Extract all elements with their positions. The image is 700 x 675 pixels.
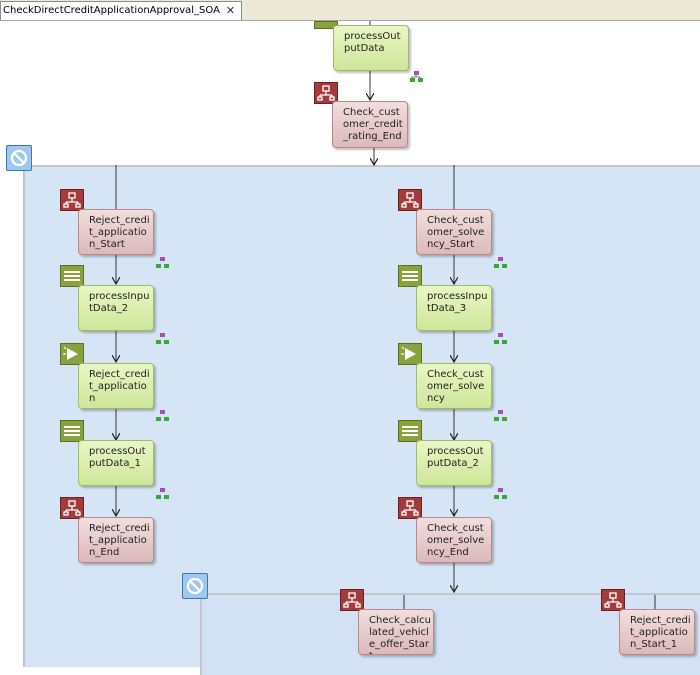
service-task-icon [398, 343, 422, 365]
event-start-icon [601, 589, 625, 611]
event-end-icon [398, 497, 422, 519]
event-node-solvency-start[interactable]: Check_customer_solvency_Start [416, 209, 492, 255]
node-label: Check_calculated_vehicle_offer_Start [369, 615, 432, 654]
node-label: Reject_credit_application_Start [89, 215, 150, 250]
node-label: Reject_credit_application_Start_1 [630, 615, 691, 650]
service-task-icon [60, 343, 84, 365]
hierarchy-icon [494, 333, 507, 344]
task-node-check-solvency[interactable]: Check_customer_solvency [416, 363, 492, 409]
task-node-process-output-1[interactable]: processOutputData_1 [78, 440, 154, 486]
event-node-reject-start-1[interactable]: Reject_credit_application_Start_1 [619, 609, 695, 655]
task-icon [398, 420, 422, 442]
node-label: Reject_credit_application [89, 369, 150, 404]
task-icon [398, 265, 422, 287]
event-end-icon [314, 82, 338, 104]
node-label: Check_customer_credit_rating_End [343, 107, 403, 142]
hierarchy-icon [156, 333, 169, 344]
node-label: processInputData_2 [89, 291, 150, 314]
event-end-icon [60, 497, 84, 519]
event-node-check-credit-rating-end[interactable]: Check_customer_credit_rating_End [332, 101, 408, 148]
task-node-process-output-2[interactable]: processOutputData_2 [416, 440, 492, 486]
node-label: processOutputData [344, 31, 401, 54]
task-node-reject-application[interactable]: Reject_credit_application [78, 363, 154, 409]
node-label: Check_customer_solvency [427, 369, 485, 404]
editor-tab-title: CheckDirectCreditApplicationApproval_SOA [3, 5, 220, 16]
node-label: processOutputData_2 [427, 446, 484, 469]
hierarchy-icon [494, 257, 507, 268]
close-icon[interactable]: ✕ [225, 4, 236, 17]
event-node-reject-start[interactable]: Reject_credit_application_Start [78, 209, 154, 255]
task-icon [60, 265, 84, 287]
task-icon [60, 420, 84, 442]
hierarchy-icon [494, 488, 507, 499]
task-node-process-input-3[interactable]: processInputData_3 [416, 285, 492, 331]
node-label: Reject_credit_application_End [89, 523, 150, 558]
event-node-solvency-end[interactable]: Check_customer_solvency_End [416, 517, 492, 563]
process-diagram-canvas[interactable]: processOutputData Check_customer_credit_… [0, 21, 700, 675]
editor-tab-bar: CheckDirectCreditApplicationApproval_SOA… [0, 0, 700, 21]
event-start-icon [340, 589, 364, 611]
task-node-top-process-output[interactable]: processOutputData [333, 25, 409, 71]
editor-tab[interactable]: CheckDirectCreditApplicationApproval_SOA… [0, 1, 243, 20]
event-node-vehicle-offer-start[interactable]: Check_calculated_vehicle_offer_Start [358, 609, 434, 655]
node-label: Check_customer_solvency_End [427, 523, 485, 558]
mini-icons [410, 71, 423, 82]
hierarchy-icon [156, 257, 169, 268]
node-label: Check_customer_solvency_Start [427, 215, 485, 250]
node-label: processOutputData_1 [89, 446, 146, 469]
event-node-reject-end[interactable]: Reject_credit_application_End [78, 517, 154, 563]
hierarchy-icon [494, 410, 507, 421]
parallel-region-icon[interactable] [182, 573, 208, 599]
task-node-process-input-2[interactable]: processInputData_2 [78, 285, 154, 331]
connector-lines [0, 21, 656, 611]
hierarchy-icon [156, 410, 169, 421]
event-start-icon [398, 189, 422, 211]
event-start-icon [60, 189, 84, 211]
hierarchy-icon [156, 488, 169, 499]
parallel-region-icon[interactable] [6, 145, 32, 171]
node-label: processInputData_3 [427, 291, 488, 314]
